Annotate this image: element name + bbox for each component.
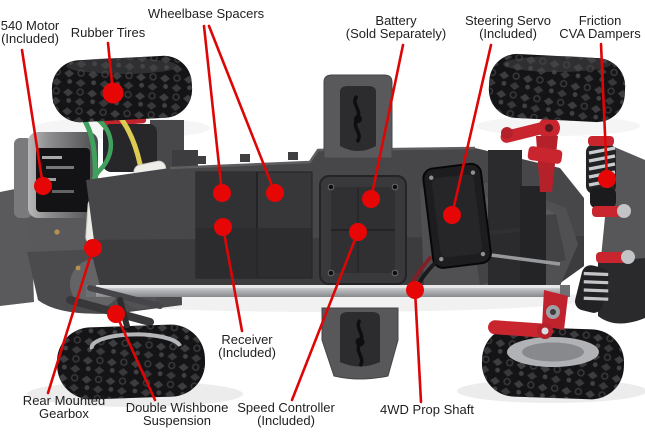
body-mount-front-post [323, 74, 393, 159]
leader-line-wheelbase-spacers [202, 24, 224, 195]
annotation-label-line: (Included) [218, 344, 276, 360]
annotation-label-line: Gearbox [39, 405, 89, 421]
annotation-label-line: CVA Dampers [559, 25, 641, 41]
leader-line-friction-cva-dampers [599, 42, 609, 181]
annotation-label-line: Speed Controller [237, 400, 335, 415]
annotation-label-line: Double Wishbone [125, 400, 229, 415]
leader-line-double-wishbone-suspension [114, 312, 157, 402]
shock-spring-lower [575, 265, 610, 313]
leader-line-wheelbase-spacers [207, 24, 277, 195]
annotation-label-line: Receiver [221, 332, 273, 347]
annotation-label-speed-controller: Speed Controller(Included) [237, 400, 335, 428]
leader-dot-540-motor [34, 177, 52, 195]
wheel-rim-arc [89, 332, 182, 350]
tire-front-right-bottom [481, 326, 625, 400]
leader-dot-rear-mounted-gearbox [84, 239, 102, 257]
annotation-label-line: (Included) [479, 25, 537, 41]
body-mount-rear-post [321, 307, 399, 380]
annotation-label-4wd-prop-shaft: 4WD Prop Shaft [380, 402, 474, 417]
annotation-label-receiver: Receiver(Included) [218, 332, 276, 360]
leader-line-battery [369, 43, 405, 201]
annotation-label-540-motor: 540 Motor(Included) [0, 18, 60, 46]
leader-dot-wheelbase-spacers [213, 184, 231, 202]
annotation-label-rubber-tires: Rubber Tires [70, 25, 146, 40]
leader-dot-double-wishbone-suspension [107, 305, 125, 323]
leader-dot-4wd-prop-shaft [406, 281, 424, 299]
leader-dot-battery [362, 190, 380, 208]
annotation-label-steering-servo: Steering Servo(Included) [465, 13, 551, 41]
leader-line-rear-mounted-gearbox [46, 246, 95, 395]
annotation-label-line: Battery [375, 13, 417, 28]
tire-rear-left-bottom [56, 324, 206, 400]
leader-line-receiver [221, 225, 244, 333]
annotation-label-wheelbase-spacers: Wheelbase Spacers [147, 6, 265, 21]
leader-dot-speed-controller [349, 223, 367, 241]
annotation-label-battery: Battery(Sold Separately) [345, 13, 447, 41]
annotation-label-line: Friction [578, 13, 622, 28]
receiver-bay [195, 171, 313, 279]
leader-line-4wd-prop-shaft [413, 288, 423, 404]
annotation-label-line: Steering Servo [465, 13, 551, 28]
annotation-label-line: Rear Mounted [22, 393, 106, 408]
leader-dot-friction-cva-dampers [598, 170, 616, 188]
annotation-label-line: 540 Motor [0, 18, 60, 33]
tire-front-right-top [488, 53, 626, 123]
leader-line-540-motor [20, 48, 45, 188]
steering-knuckle [488, 290, 568, 339]
annotation-label-line: Wheelbase Spacers [147, 6, 265, 21]
front-bumper [598, 258, 645, 324]
leader-line-speed-controller [290, 230, 360, 402]
axle-hex-pins [592, 204, 635, 264]
leader-line-steering-servo [450, 43, 493, 217]
leader-dot-wheelbase-spacers [266, 184, 284, 202]
motor-label [36, 148, 90, 212]
annotation-label-line: (Sold Separately) [345, 25, 447, 41]
annotation-label-line: Suspension [143, 412, 211, 428]
steering-arm [488, 320, 552, 338]
annotation-label-line: (Included) [257, 412, 315, 428]
steering-bellcrank [500, 117, 563, 192]
annotation-label-line: Rubber Tires [70, 25, 146, 40]
annotation-label-line: (Included) [1, 30, 59, 46]
leader-dot-receiver [214, 218, 232, 236]
leader-dot-rubber-tires [102, 82, 124, 104]
annotation-label-line: 4WD Prop Shaft [380, 402, 474, 417]
leader-dot-steering-servo [443, 206, 461, 224]
